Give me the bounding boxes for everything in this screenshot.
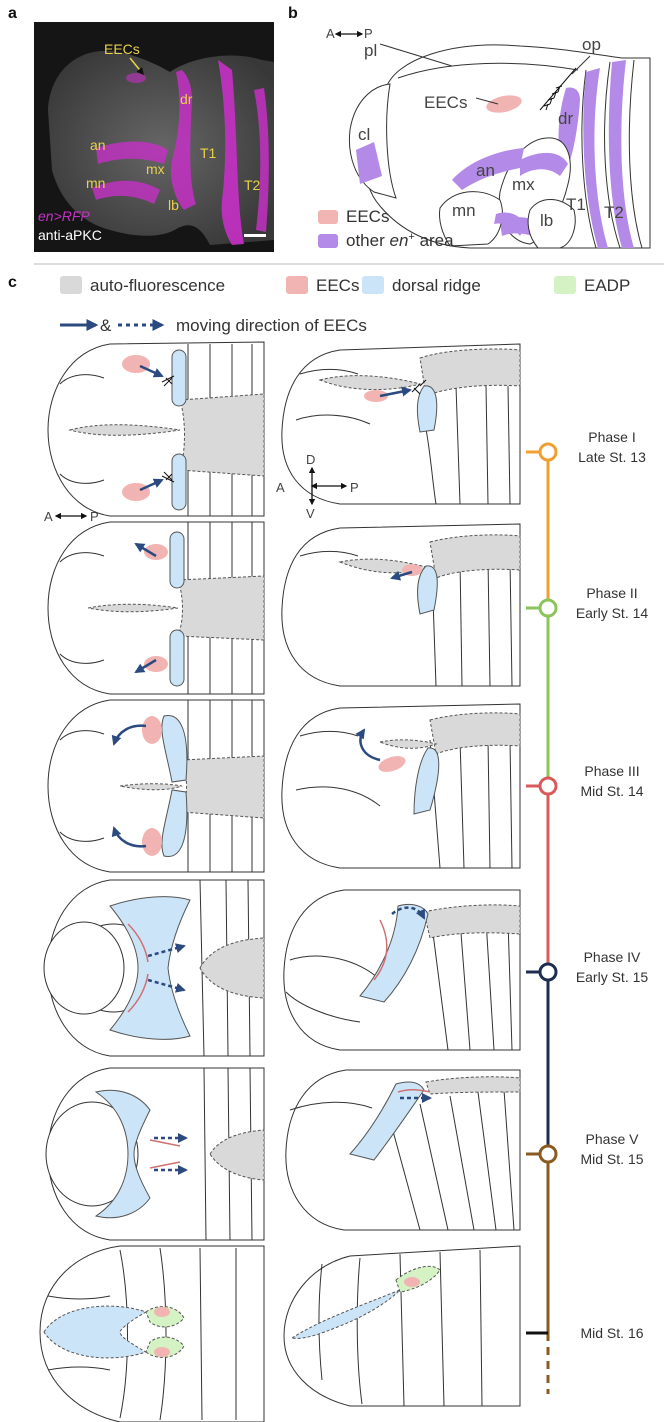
panel-b-label-t1: T1 — [566, 195, 586, 214]
embryo-lateral-phase-1 — [282, 344, 520, 504]
embryo-dorsal-phase-3 — [48, 700, 264, 872]
panel-b-label-eecs: EECs — [424, 93, 467, 112]
panel-a-caption-apkc: anti-aPKC — [38, 227, 102, 243]
timeline-stage-label: Mid St. 15 — [580, 1151, 643, 1167]
embryo-dorsal-phase-1 — [48, 342, 264, 516]
panel-c-legend-autofluor: auto-fluorescence — [90, 276, 225, 295]
axis-cross-p: P — [350, 480, 359, 495]
embryo-lateral-phase-3 — [282, 704, 520, 868]
timeline-phase-label: Phase I — [588, 429, 635, 445]
panel-b-label-cl: cl — [358, 125, 370, 144]
axis-cross-v: V — [306, 506, 315, 521]
panel-a-letter: a — [8, 5, 17, 22]
timeline-phase-label: Phase II — [586, 585, 637, 601]
embryo-dorsal-phase-4 — [44, 880, 264, 1056]
timeline-phase-label: Phase III — [584, 763, 639, 779]
embryo-lateral-phase-4 — [284, 890, 520, 1050]
axis-cross-d: D — [306, 452, 315, 467]
timeline-phase-label: Phase V — [586, 1131, 640, 1147]
panel-b-label-mx: mx — [512, 175, 535, 194]
timeline-phase-label: Phase IV — [584, 949, 641, 965]
embryo-lateral-phase-2 — [282, 524, 520, 686]
timeline-stage-label: Mid St. 14 — [580, 783, 643, 799]
embryo-lateral-phase-5 — [286, 1070, 520, 1230]
embryo-dorsal-phase-5 — [46, 1068, 264, 1240]
panel-a-label-dr: dr — [180, 91, 193, 107]
panel-a-label-an: an — [90, 137, 106, 153]
panel-b-legend-en-area: other en+ area — [346, 231, 454, 250]
embryo-dorsal-phase-2 — [48, 522, 264, 694]
panel-c-legend-dorsal-ridge: dorsal ridge — [392, 276, 481, 295]
panel-b-label-lb: lb — [540, 211, 553, 230]
timeline-stage-label: Mid St. 16 — [580, 1325, 643, 1341]
panel-c-letter: c — [8, 274, 17, 291]
panel-a-label-mx: mx — [146, 161, 165, 177]
phase-timeline — [526, 444, 556, 1394]
panel-a-label-lb: lb — [168, 197, 179, 213]
panel-b-axis-p: P — [364, 26, 373, 41]
timeline-stage-label: Early St. 15 — [576, 969, 649, 985]
timeline-node — [540, 964, 556, 980]
panel-b-letter: b — [288, 5, 298, 22]
panel-a-label-eecs: EECs — [104, 41, 140, 57]
panel-c-arrow-amp: & — [100, 316, 112, 335]
panel-b-label-t2: T2 — [604, 203, 624, 222]
panel-b-label-mn: mn — [452, 201, 476, 220]
panel-a-label-t1: T1 — [200, 145, 217, 161]
panel-b-label-op: op — [582, 35, 601, 54]
panel-c-legend-eadp: EADP — [584, 276, 630, 295]
panel-b-label-pl: pl — [364, 41, 377, 60]
axis-ap-a: A — [44, 509, 53, 524]
panel-a-label-mn: mn — [86, 175, 105, 191]
timeline-stage-label: Late St. 13 — [578, 449, 646, 465]
timeline-node — [540, 778, 556, 794]
panel-b-axis-a: A — [326, 26, 335, 41]
panel-b-label-an: an — [476, 161, 495, 180]
panel-c-legend-eecs: EECs — [316, 276, 359, 295]
panel-a-label-t2: T2 — [244, 177, 261, 193]
embryo-lateral-phase-6 — [284, 1246, 520, 1406]
embryo-dorsal-phase-6 — [40, 1246, 264, 1422]
panel-a-caption-rfp: en>RFP — [38, 208, 90, 224]
timeline-node — [540, 1146, 556, 1162]
phase-timeline-labels: Phase I Late St. 13 Phase II Early St. 14 Ph… — [576, 429, 649, 1341]
timeline-node — [540, 600, 556, 616]
axis-ap-p: P — [90, 509, 99, 524]
panel-b-label-dr: dr — [558, 109, 573, 128]
panel-b-legend-eecs: EECs — [346, 207, 389, 226]
panel-c-arrow-legend-text: moving direction of EECs — [176, 316, 367, 335]
timeline-stage-label: Early St. 14 — [576, 605, 649, 621]
timeline-node — [540, 444, 556, 460]
axis-cross-a: A — [276, 480, 285, 495]
